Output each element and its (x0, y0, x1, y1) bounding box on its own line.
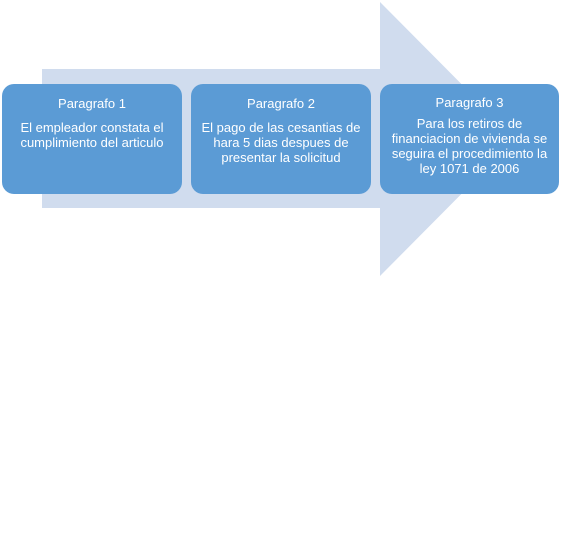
step-1-title: Paragrafo 1 (58, 96, 126, 111)
step-2-body: El pago de las cesantias de hara 5 dias … (201, 120, 361, 165)
step-3-title: Paragrafo 3 (435, 95, 504, 110)
step-1-body: El empleador constata el cumplimiento de… (20, 120, 164, 150)
step-box-2: Paragrafo 2 El pago de las cesantias de … (191, 84, 371, 194)
step-2-title: Paragrafo 2 (247, 96, 315, 111)
step-box-1: Paragrafo 1 El empleador constata el cum… (2, 84, 182, 194)
step-box-3: Paragrafo 3 Para los retiros de financia… (380, 84, 559, 194)
step-3-body: Para los retiros de financiacion de vivi… (391, 116, 548, 176)
